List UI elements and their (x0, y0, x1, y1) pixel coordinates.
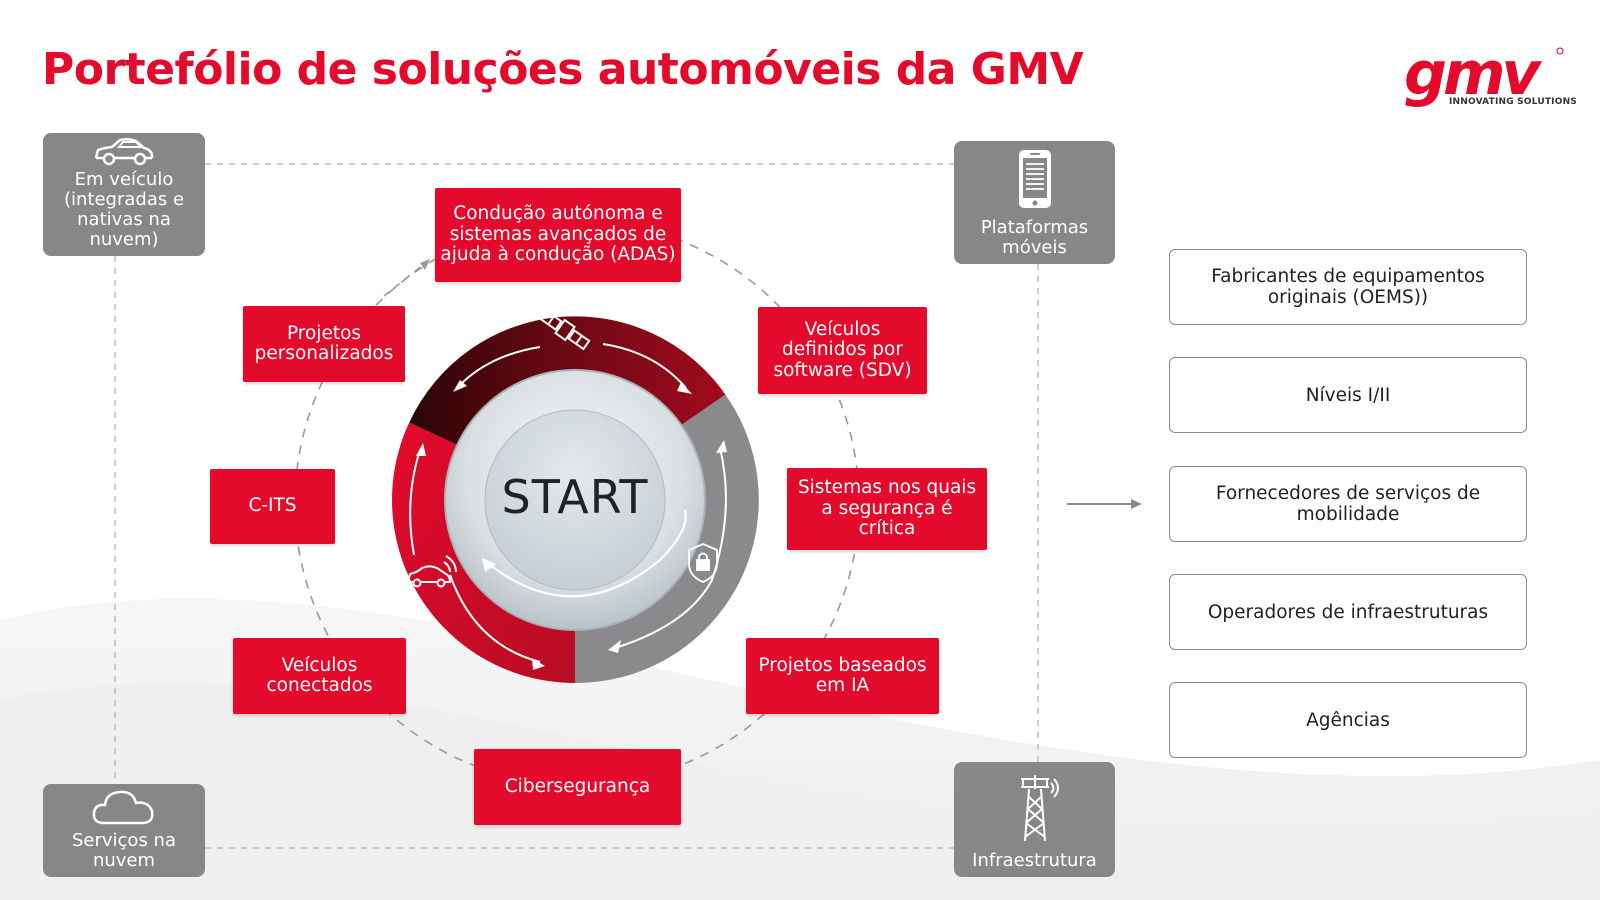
target-mobility-providers[interactable]: Fornecedores de serviços de mobilidade (1169, 466, 1527, 542)
target-levels[interactable]: Níveis I/II (1169, 357, 1527, 433)
corner-cloud-services[interactable]: Serviços na nuvem (43, 784, 205, 877)
antenna-tower-icon (1020, 775, 1059, 842)
cloud-icon (92, 790, 154, 825)
cycle-item-ai-projects[interactable]: Projetos baseados em IA (746, 638, 939, 714)
target-agencies[interactable]: Agências (1169, 682, 1527, 758)
svg-text:gmv: gmv (1404, 42, 1542, 109)
cycle-item-adas[interactable]: Condução autónoma e sistemas avançados d… (435, 188, 681, 282)
start-label: START (501, 470, 649, 524)
car-icon (94, 137, 154, 166)
page-title: Portefólio de soluções automóveis da GMV (42, 44, 1084, 95)
smartphone-icon (1018, 150, 1051, 208)
connected-car-icon (406, 555, 457, 588)
ring-segment-left (392, 422, 575, 683)
cycle-arrowhead (420, 259, 430, 270)
lock-shield-icon (688, 543, 718, 583)
corner-mobile-platforms[interactable]: Plataformas móveis (954, 141, 1115, 264)
cycle-item-custom-projects[interactable]: Projetos personalizados (243, 306, 405, 382)
gmv-logo: gmv (1404, 42, 1564, 109)
cycle-item-connected-vehicles[interactable]: Veículos conectados (233, 638, 406, 714)
satellite-icon (539, 310, 591, 351)
ring-segment-top (409, 316, 726, 445)
target-oems[interactable]: Fabricantes de equipamentos originais (O… (1169, 249, 1527, 325)
logo-tagline: INNOVATING SOLUTIONS (1449, 97, 1577, 107)
corner-label: Em veículo (integradas e nativas na nuve… (63, 169, 185, 250)
corner-label: Serviços na nuvem (71, 830, 176, 871)
cycle-item-cybersecurity[interactable]: Cibersegurança (474, 749, 681, 825)
corner-infrastructure[interactable]: Infraestrutura (954, 762, 1115, 877)
cycle-item-sdv[interactable]: Veículos definidos por software (SDV) (758, 307, 927, 394)
ring-segment-right (575, 394, 759, 684)
cycle-item-c-its[interactable]: C-ITS (210, 469, 335, 544)
corner-label: Plataformas móveis (980, 217, 1089, 258)
start-cycle-wheel (392, 310, 759, 684)
target-infrastructure-operators[interactable]: Operadores de infraestruturas (1169, 574, 1527, 650)
corner-in-vehicle[interactable]: Em veículo (integradas e nativas na nuve… (43, 133, 205, 256)
corner-label: Infraestrutura (972, 850, 1097, 871)
cycle-item-safety-critical[interactable]: Sistemas nos quais a segurança é crítica (787, 468, 987, 550)
